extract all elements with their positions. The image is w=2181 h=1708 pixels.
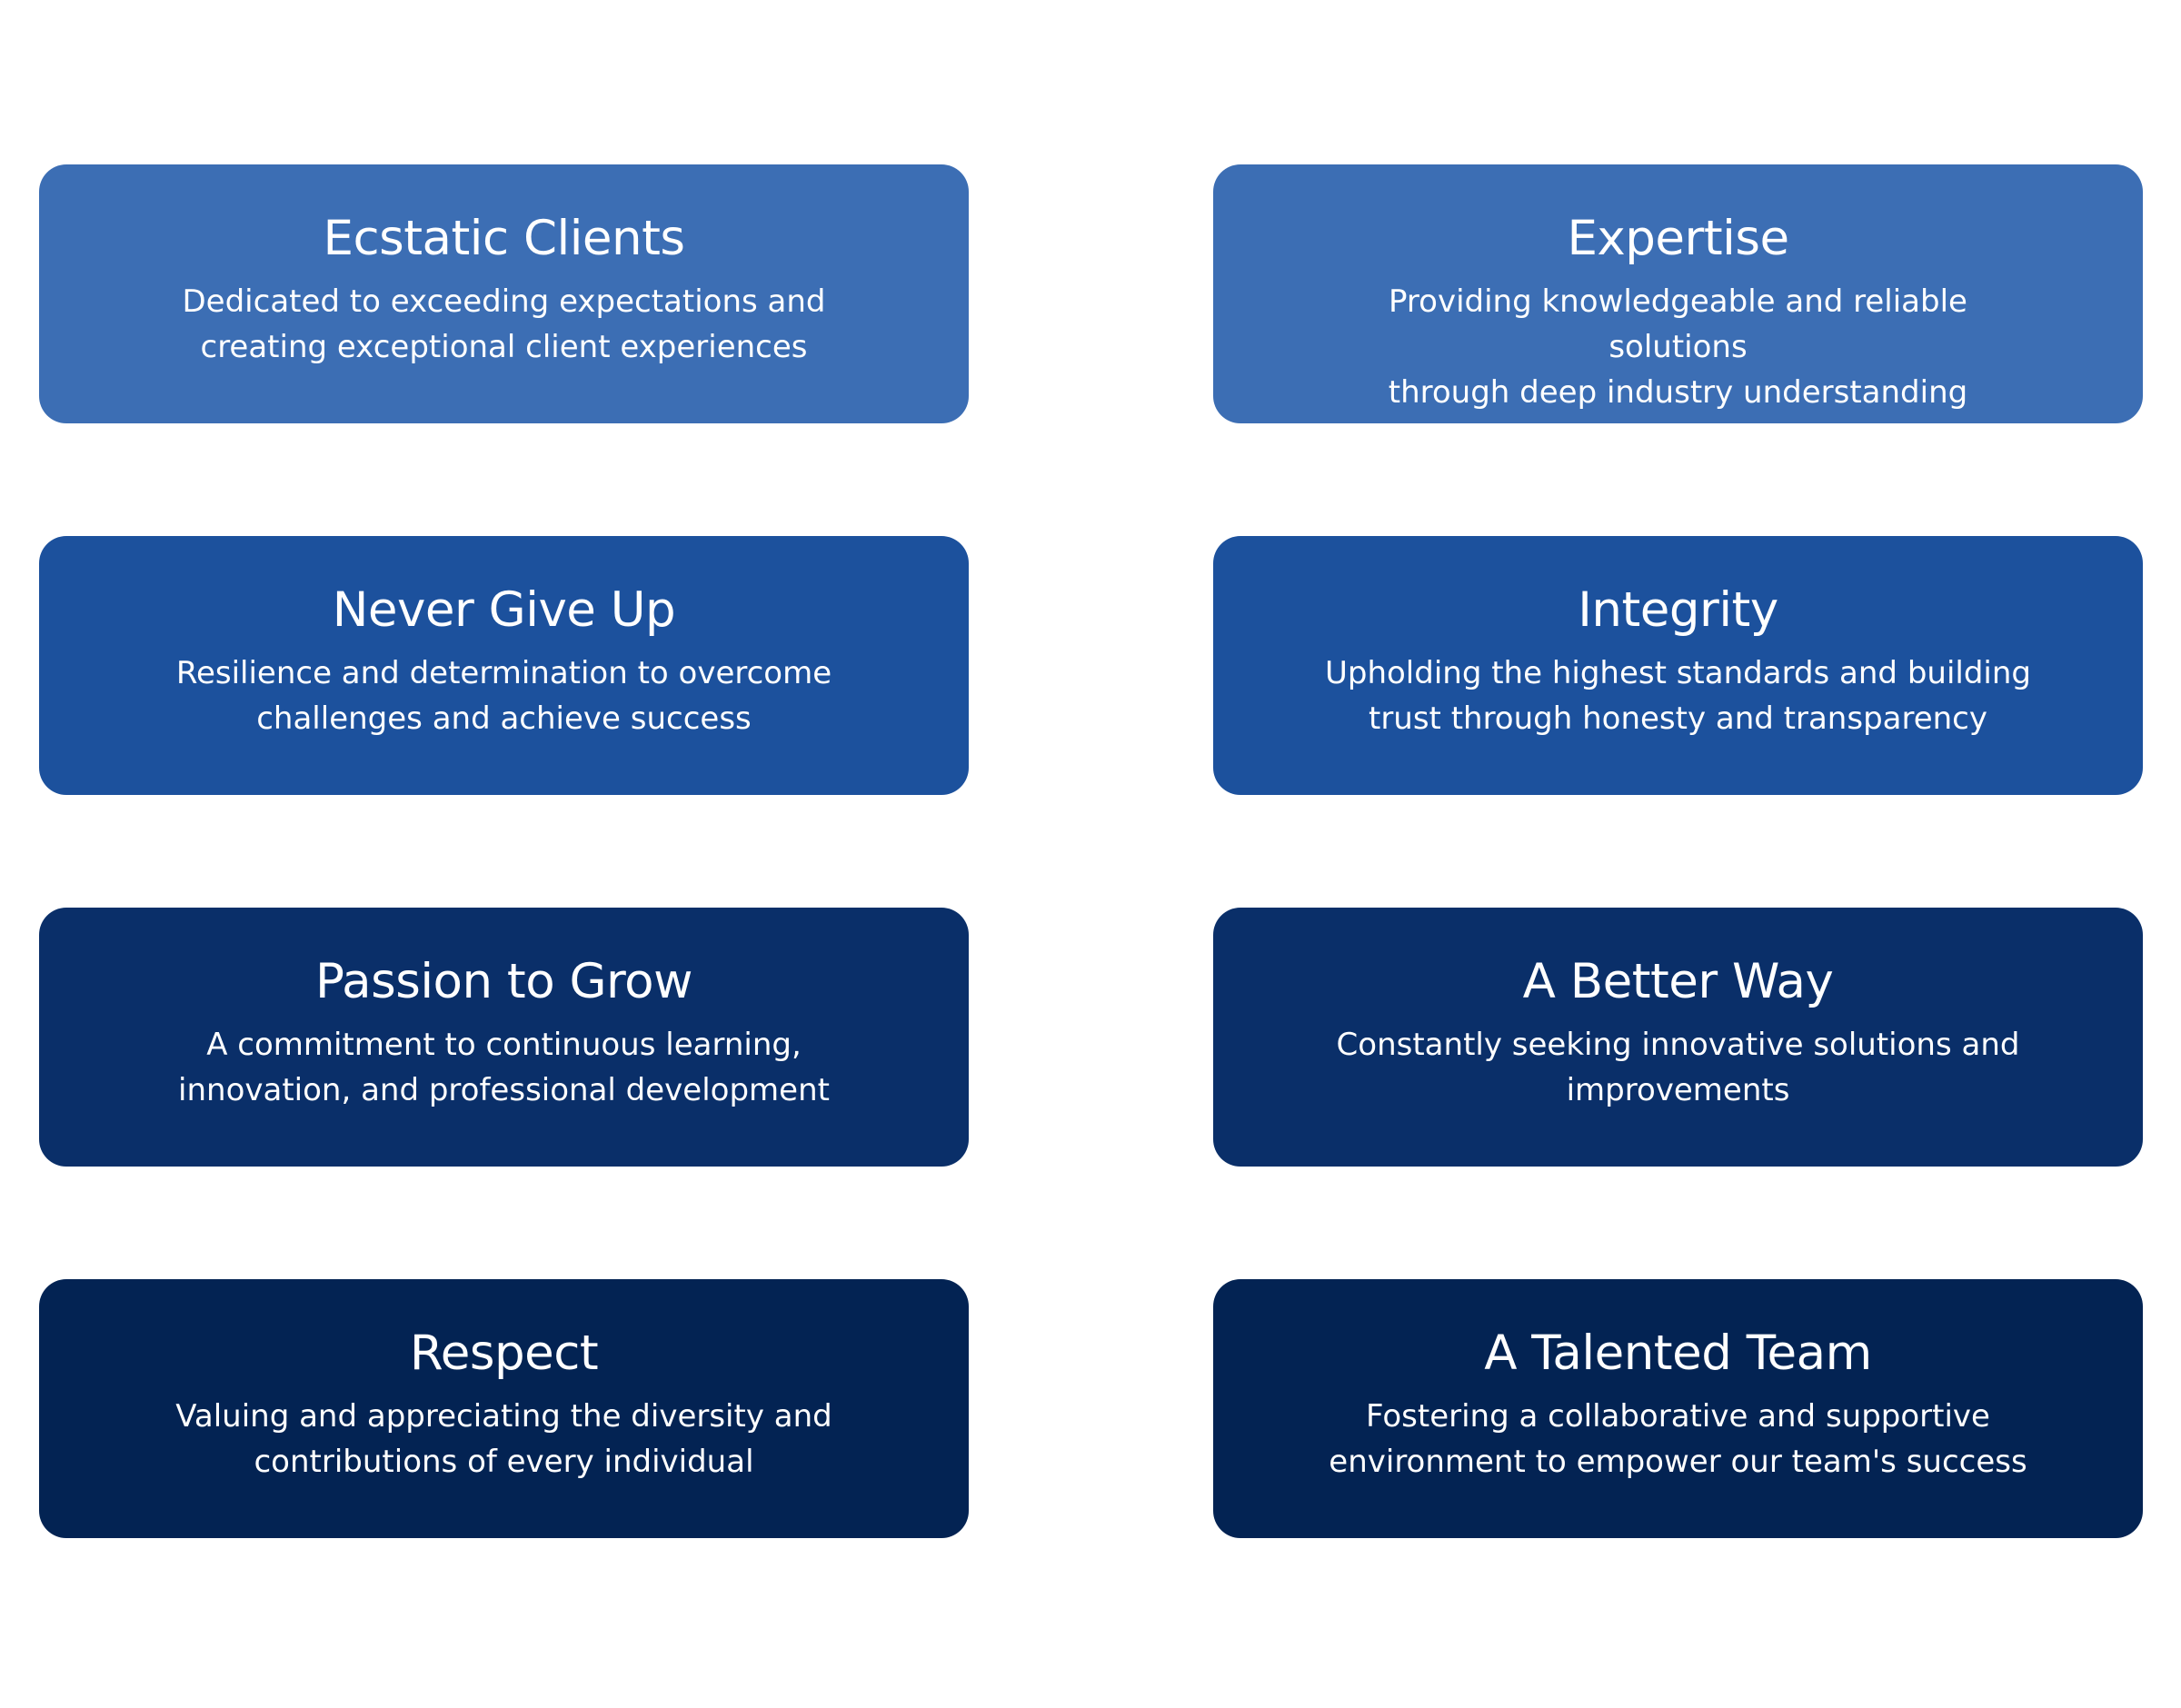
card-description-line: Constantly seeking innovative solutions …	[1336, 1027, 2020, 1063]
card-description: Providing knowledgeable and reliable sol…	[1320, 279, 2037, 415]
card-description-line: through deep industry understanding	[1388, 374, 1968, 411]
card-description-line: Upholding the highest standards and buil…	[1324, 655, 2032, 691]
card-description-line: environment to empower our team's succes…	[1329, 1444, 2027, 1480]
card-description: A commitment to continuous learning, inno…	[145, 1022, 863, 1113]
value-card-a-better-way: A Better Way Constantly seeking innovati…	[1213, 908, 2143, 1167]
card-description-line: improvements	[1566, 1072, 1790, 1108]
card-description: Dedicated to exceeding expectations and c…	[145, 279, 863, 370]
card-description-line: Valuing and appreciating the diversity a…	[175, 1398, 832, 1435]
card-title: A Better Way	[1522, 954, 1834, 1009]
card-title: Never Give Up	[332, 582, 676, 638]
card-description: Constantly seeking innovative solutions …	[1320, 1022, 2037, 1113]
value-card-ecstatic-clients: Ecstatic Clients Dedicated to exceeding …	[39, 164, 969, 423]
card-title: Respect	[409, 1326, 599, 1381]
card-description: Resilience and determination to overcome…	[145, 650, 863, 741]
card-title: Ecstatic Clients	[323, 211, 685, 266]
card-title: Passion to Grow	[315, 954, 692, 1009]
card-description-line: creating exceptional client experiences	[200, 329, 808, 365]
card-description-line: Resilience and determination to overcome	[175, 655, 832, 691]
value-card-never-give-up: Never Give Up Resilience and determinati…	[39, 536, 969, 795]
card-description-line: Fostering a collaborative and supportive	[1366, 1398, 1990, 1435]
values-grid: Ecstatic Clients Dedicated to exceeding …	[39, 164, 2143, 1538]
card-title: A Talented Team	[1484, 1326, 1872, 1381]
value-card-passion-to-grow: Passion to Grow A commitment to continuo…	[39, 908, 969, 1167]
value-card-expertise: Expertise Providing knowledgeable and re…	[1213, 164, 2143, 423]
card-description-line: Providing knowledgeable and reliable sol…	[1389, 283, 1967, 365]
value-card-respect: Respect Valuing and appreciating the div…	[39, 1279, 969, 1538]
card-title: Integrity	[1578, 582, 1778, 638]
card-description-line: challenges and achieve success	[256, 700, 752, 737]
card-description-line: A commitment to continuous learning,	[206, 1027, 802, 1063]
card-description-line: Dedicated to exceeding expectations and	[182, 283, 826, 320]
card-description-line: trust through honesty and transparency	[1368, 700, 1987, 737]
card-description: Valuing and appreciating the diversity a…	[145, 1394, 863, 1485]
card-description-line: innovation, and professional development	[178, 1072, 830, 1108]
value-card-a-talented-team: A Talented Team Fostering a collaborativ…	[1213, 1279, 2143, 1538]
card-description: Upholding the highest standards and buil…	[1320, 650, 2037, 741]
value-card-integrity: Integrity Upholding the highest standard…	[1213, 536, 2143, 795]
card-description-line: contributions of every individual	[254, 1444, 754, 1480]
card-title: Expertise	[1567, 211, 1789, 266]
card-description: Fostering a collaborative and supportive…	[1320, 1394, 2037, 1485]
